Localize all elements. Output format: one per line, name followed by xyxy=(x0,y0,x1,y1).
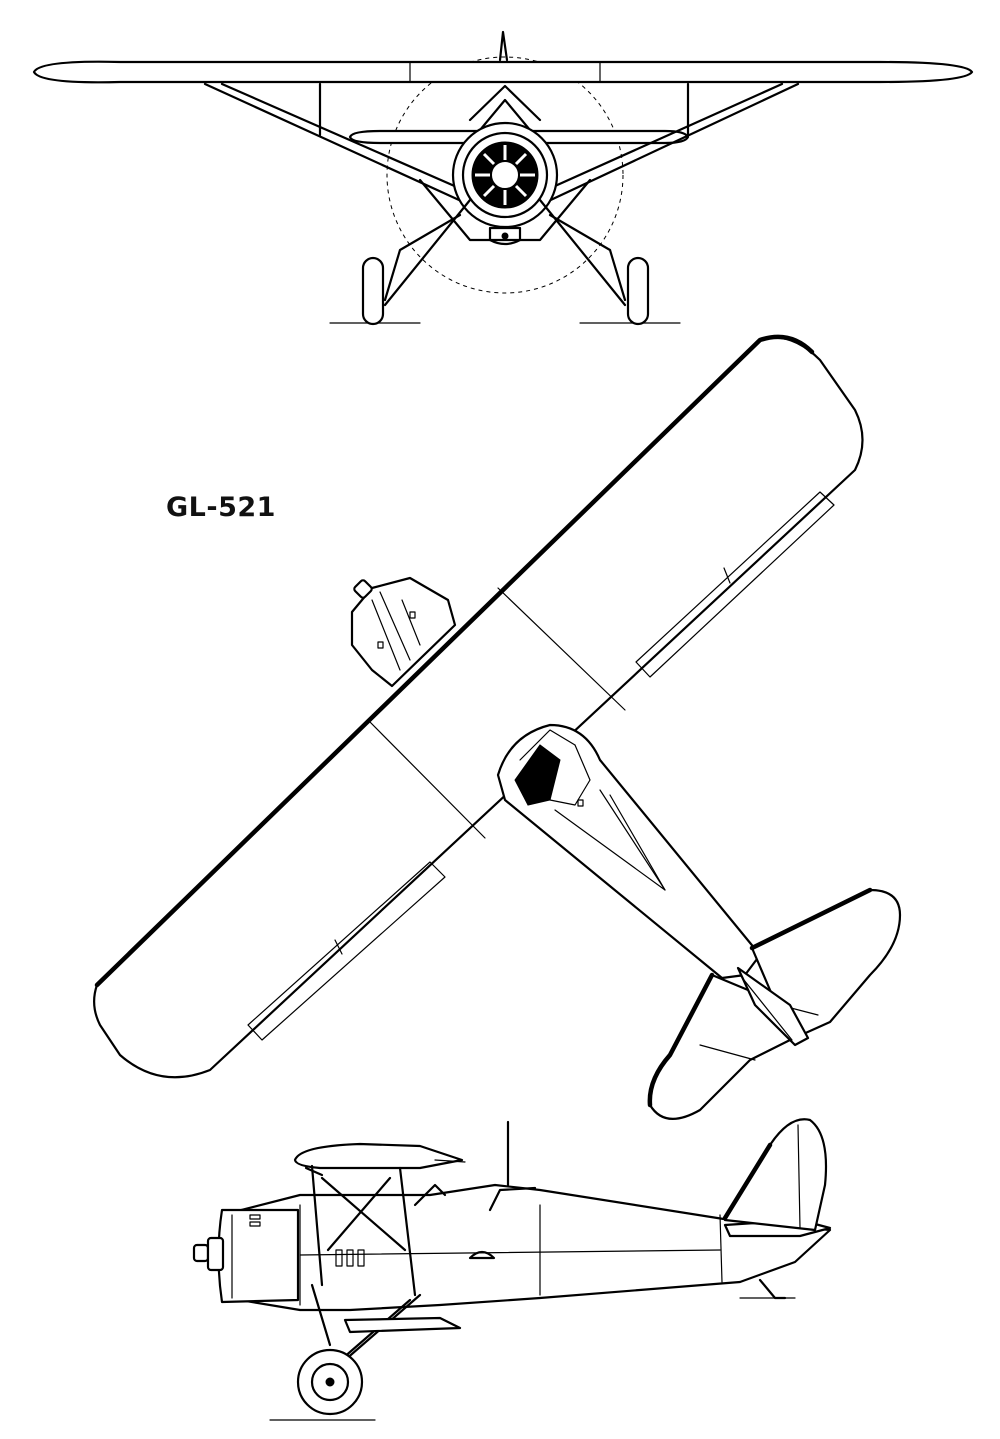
rudder-top xyxy=(736,966,810,1047)
spinner xyxy=(192,1243,210,1263)
fuselage-side xyxy=(220,1183,832,1312)
top-view xyxy=(93,334,902,1120)
aileron-right xyxy=(635,491,835,678)
horizontal-stabilizer-right xyxy=(750,888,902,1042)
exhaust-ports xyxy=(335,1249,365,1267)
cockpit-canopy xyxy=(514,744,561,806)
strut-front xyxy=(310,1164,324,1287)
vertical-fin xyxy=(723,1118,828,1232)
aileron-left xyxy=(247,861,446,1041)
fuselage-marking xyxy=(468,1250,496,1260)
strut-right-outer xyxy=(538,82,800,207)
upper-wing-side xyxy=(293,1142,464,1170)
wheel-right xyxy=(626,256,650,326)
aircraft-designation: GL-521 xyxy=(166,492,276,523)
engine-cowling-side xyxy=(217,1208,300,1304)
strut-left-outer xyxy=(203,82,472,207)
gear-leg-front xyxy=(310,1283,332,1347)
front-view xyxy=(32,30,974,326)
fin-top xyxy=(498,30,509,62)
wing-leading-edge xyxy=(94,334,815,988)
strut-rear xyxy=(398,1166,417,1297)
engine-nose xyxy=(350,576,457,688)
wheel-left xyxy=(361,256,385,326)
upper-wing xyxy=(32,60,974,84)
fuselage-top xyxy=(496,723,762,980)
propeller-disc xyxy=(386,56,624,294)
side-view xyxy=(192,1118,832,1421)
